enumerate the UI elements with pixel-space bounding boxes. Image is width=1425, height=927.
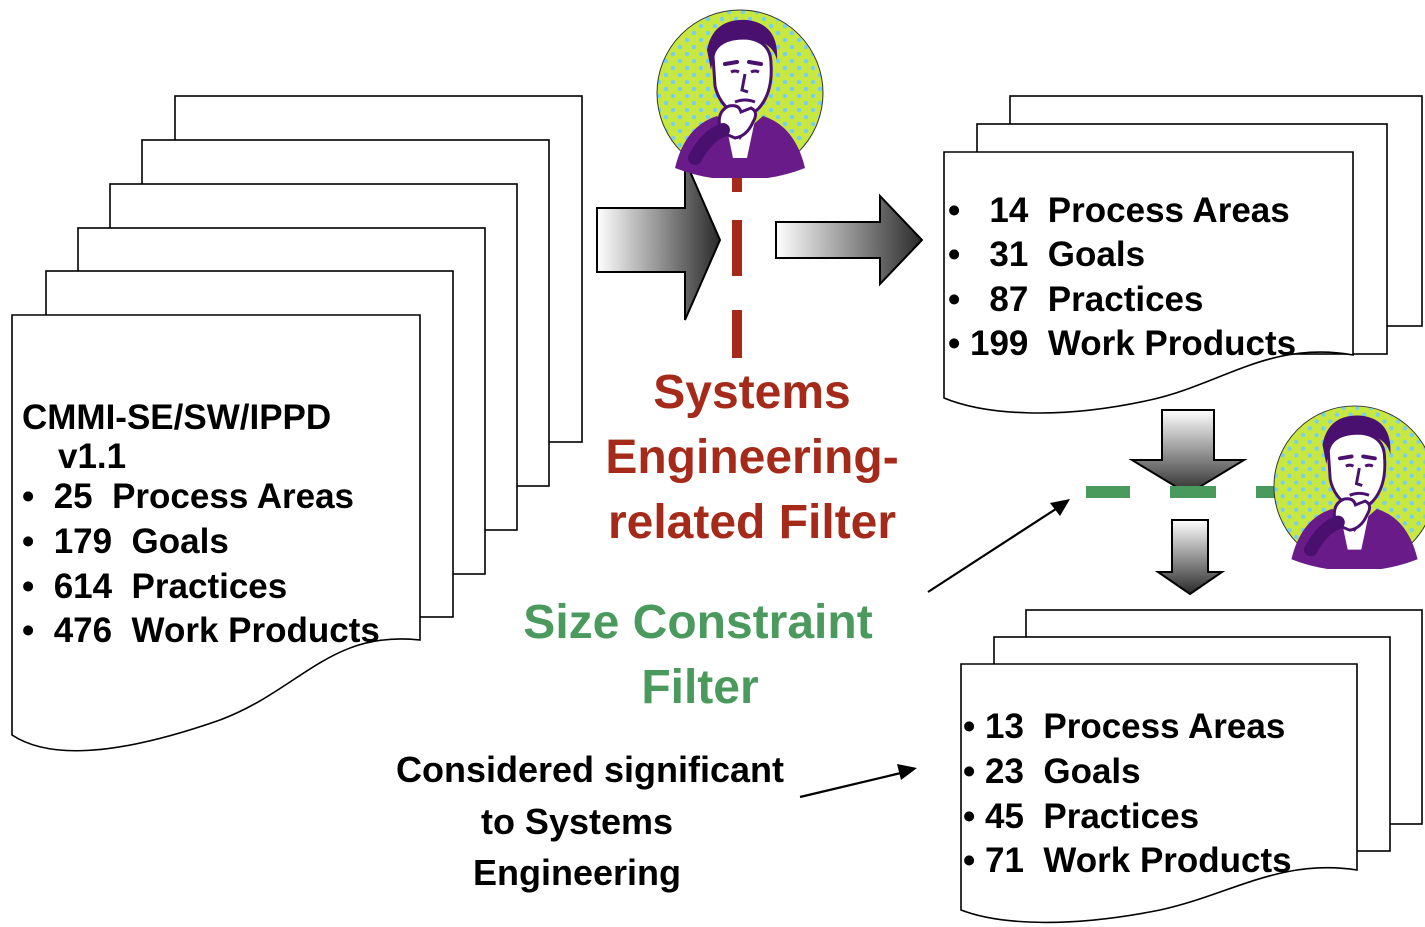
size-filter-label-line: Filter	[641, 661, 758, 714]
stack-page-front	[11, 314, 421, 752]
source-doc-item: • 179 Goals	[22, 522, 229, 561]
source-doc-title: CMMI-SE/SW/IPPD	[22, 398, 331, 437]
final-doc-item: • 13 Process Areas	[963, 707, 1285, 746]
final-doc-item: • 71 Work Products	[963, 841, 1292, 880]
se-result-item: • 87 Practices	[948, 280, 1203, 319]
se-result-item: • 31 Goals	[948, 235, 1145, 274]
se-result-item: • 199 Work Products	[948, 324, 1296, 363]
significance-note-line: Considered significant	[396, 749, 784, 790]
se-result-document-stack	[943, 95, 1423, 414]
significance-note-line: Engineering	[473, 852, 681, 893]
source-doc-item: • 25 Process Areas	[22, 477, 354, 516]
arrow-out-of-size-filter	[1154, 519, 1226, 596]
significance-pointer-head	[897, 764, 917, 780]
se-result-item: • 14 Process Areas	[948, 191, 1290, 230]
size-filter-label-line: Size Constraint	[523, 596, 872, 649]
se-filter-label-line: Systems	[653, 366, 850, 419]
size-filter-pointer-head	[1050, 499, 1070, 516]
thinker-icon	[1274, 406, 1425, 571]
arrow-into-size-filter	[1128, 409, 1248, 496]
se-filter-label-line: Engineering-	[605, 431, 898, 484]
source-doc-item: • 614 Practices	[22, 567, 287, 606]
significance-note-line: to Systems	[481, 801, 673, 842]
final-doc-item: • 23 Goals	[963, 752, 1141, 791]
stack-page-front	[960, 663, 1358, 924]
source-doc-item: • 476 Work Products	[22, 611, 380, 650]
source-doc-version: v1.1	[58, 437, 126, 476]
arrow-into-se-filter	[596, 159, 722, 321]
stack-page-front	[943, 151, 1354, 414]
final-doc-item: • 45 Practices	[963, 797, 1199, 836]
final-document-stack	[960, 609, 1423, 924]
size-filter-pointer	[927, 504, 1063, 593]
source-document-stack	[11, 95, 583, 752]
se-filter-label-line: related Filter	[608, 496, 896, 549]
thinker-icon	[657, 10, 823, 180]
arrow-out-of-se-filter	[775, 193, 924, 287]
significance-pointer	[799, 770, 906, 799]
